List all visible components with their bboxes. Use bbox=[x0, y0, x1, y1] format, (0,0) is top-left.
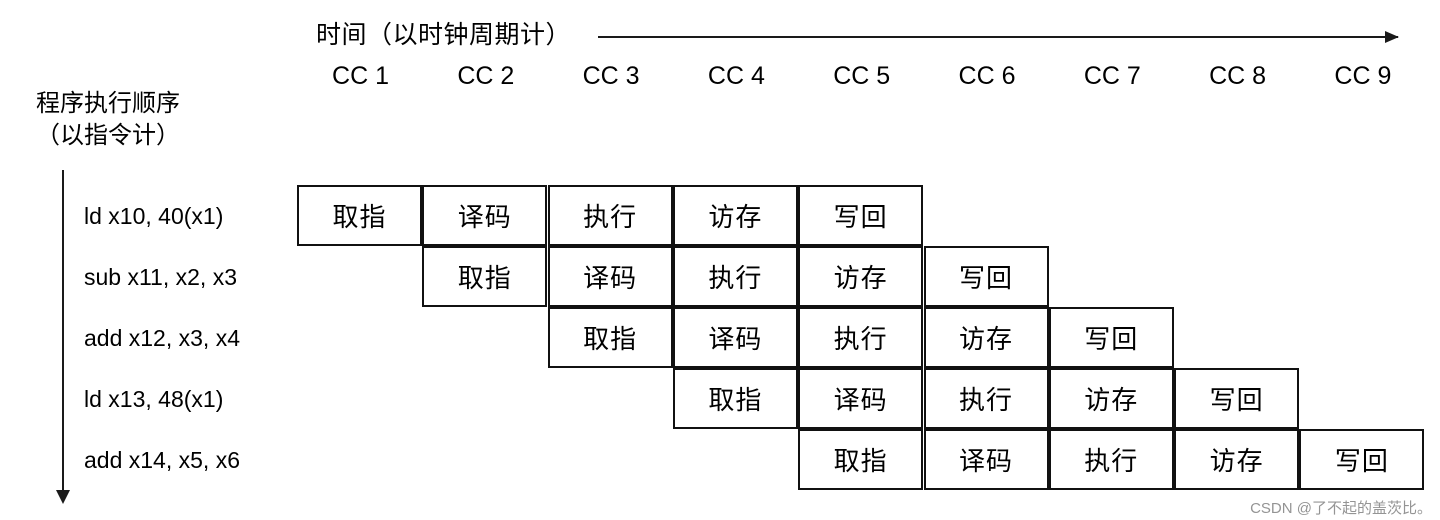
stage-cell: 执行 bbox=[923, 368, 1049, 429]
program-order-title-line2: （以指令计） bbox=[36, 122, 180, 149]
stage-cell: 译码 bbox=[672, 307, 798, 368]
stage-cell: 取指 bbox=[422, 246, 548, 307]
watermark: CSDN @了不起的盖茨比。 bbox=[1250, 500, 1432, 517]
cycle-label-1: CC 1 bbox=[332, 62, 389, 90]
cycle-label-4: CC 4 bbox=[707, 62, 765, 90]
stage-cell: 译码 bbox=[798, 368, 924, 429]
time-axis-title: 时间（以时钟周期计） bbox=[316, 21, 572, 49]
program-order-title-line1: 程序执行顺序 bbox=[36, 90, 180, 117]
program-order-title: 程序执行顺序 （以指令计） bbox=[36, 88, 180, 152]
stage-cell: 写回 bbox=[1299, 429, 1425, 490]
instruction-label: sub x11, x2, x3 bbox=[84, 264, 237, 290]
stage-cell: 执行 bbox=[798, 307, 924, 368]
stage-cell: 译码 bbox=[923, 429, 1049, 490]
cycle-label-8: CC 8 bbox=[1209, 62, 1267, 90]
cycle-label-6: CC 6 bbox=[958, 62, 1016, 90]
stage-cell: 访存 bbox=[798, 246, 924, 307]
stage-cell: 执行 bbox=[672, 246, 798, 307]
stage-cell: 译码 bbox=[422, 185, 548, 246]
stage-cell: 取指 bbox=[672, 368, 798, 429]
stage-cell: 访存 bbox=[1048, 368, 1174, 429]
cycle-label-3: CC 3 bbox=[582, 62, 640, 90]
stage-cell: 执行 bbox=[547, 185, 673, 246]
cycle-label-2: CC 2 bbox=[457, 62, 515, 90]
stage-cell: 译码 bbox=[547, 246, 673, 307]
stage-cell: 取指 bbox=[798, 429, 924, 490]
instruction-label: add x14, x5, x6 bbox=[84, 447, 240, 473]
arrow-right-icon bbox=[598, 31, 1399, 43]
cycle-label-9: CC 9 bbox=[1334, 62, 1392, 90]
instruction-label: ld x13, 48(x1) bbox=[84, 386, 224, 412]
instruction-label: add x12, x3, x4 bbox=[84, 325, 240, 351]
cycle-label-5: CC 5 bbox=[833, 62, 891, 90]
stage-cell: 写回 bbox=[1048, 307, 1174, 368]
cycle-label-7: CC 7 bbox=[1083, 62, 1141, 90]
stage-cell: 取指 bbox=[297, 185, 422, 246]
arrow-down-icon bbox=[56, 170, 70, 504]
stage-cell: 执行 bbox=[1048, 429, 1174, 490]
stage-cell: 访存 bbox=[672, 185, 798, 246]
stage-cell: 访存 bbox=[1174, 429, 1300, 490]
stage-cell: 写回 bbox=[923, 246, 1049, 307]
instruction-label: ld x10, 40(x1) bbox=[84, 203, 224, 229]
stage-cell: 写回 bbox=[798, 185, 924, 246]
stage-cell: 访存 bbox=[923, 307, 1049, 368]
stage-cell: 取指 bbox=[547, 307, 673, 368]
stage-cell: 写回 bbox=[1174, 368, 1300, 429]
